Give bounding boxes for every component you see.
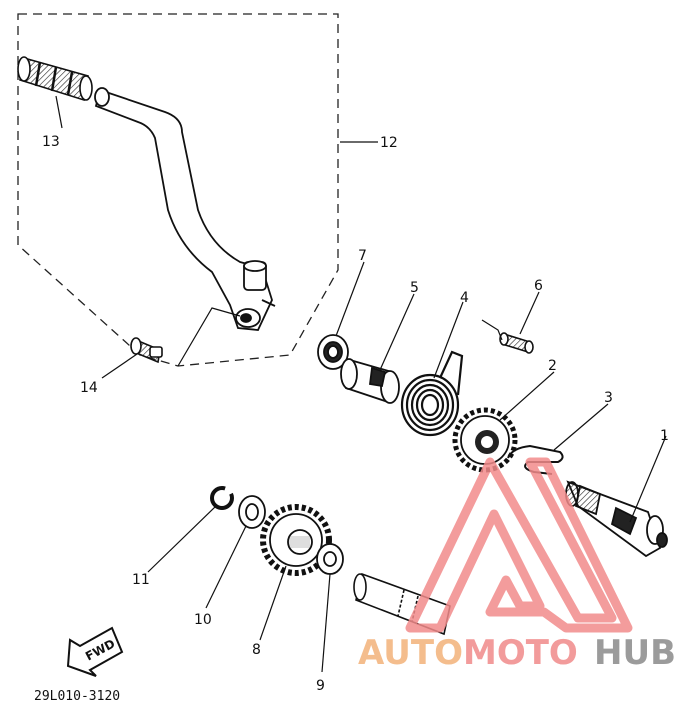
callout-1: 1 [660, 428, 669, 444]
callout-9: 9 [316, 678, 325, 694]
kick-clip [507, 444, 564, 475]
crank-bolt [130, 337, 163, 364]
callout-2: 2 [548, 358, 557, 374]
main-axle-reference [353, 572, 451, 636]
fwd-direction-arrow: FWD [66, 626, 124, 677]
callout-14: 14 [80, 380, 98, 396]
callout-5: 5 [410, 280, 419, 296]
callout-7: 7 [358, 248, 367, 264]
oil-seal [317, 334, 349, 370]
callout-11: 11 [132, 572, 150, 588]
callout-4: 4 [460, 290, 469, 306]
assembly-boundary-dashed [17, 13, 339, 367]
leader-lines [55, 95, 667, 673]
circlip [210, 486, 234, 510]
watermark-text-auto: AUTO [358, 633, 463, 673]
spring-guide-collar [340, 358, 400, 404]
callout-13: 13 [42, 134, 60, 150]
kick-crank-lever [94, 87, 276, 331]
callout-8: 8 [252, 642, 261, 658]
washer-left [238, 495, 266, 529]
watermark-text-moto: MOTO [463, 633, 578, 673]
watermark-logo: AUTO MOTO HUB [358, 457, 676, 673]
torsion-spring [400, 350, 464, 437]
kick-pedal-rubber [17, 56, 93, 102]
callout-3: 3 [604, 390, 613, 406]
kick-gear [452, 407, 518, 473]
washer-right [316, 543, 344, 575]
callout-6: 6 [534, 278, 543, 294]
idle-gear [260, 504, 332, 576]
callout-10: 10 [194, 612, 212, 628]
drawing-code: 29L010-3120 [34, 689, 120, 704]
kick-axle [565, 480, 668, 558]
callout-12: 12 [380, 135, 398, 151]
watermark-triangle [405, 457, 633, 633]
watermark-text-hub: HUB [594, 633, 676, 673]
stopper-pin [499, 332, 534, 354]
